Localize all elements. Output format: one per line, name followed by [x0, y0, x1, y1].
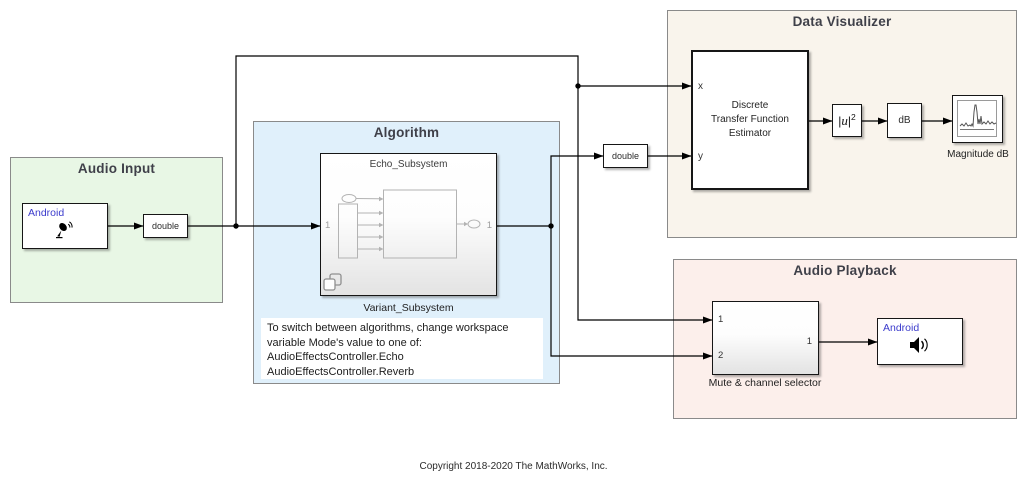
magnitude-squared-block[interactable]: |u|2: [832, 104, 862, 137]
signal-wire[interactable]: [550, 152, 604, 226]
annotation-line: AudioEffectsController.Reverb: [267, 365, 415, 378]
annotation-line: variable Mode's value to one of:: [267, 336, 422, 349]
area-title-audio-playback: Audio Playback: [793, 263, 897, 278]
double-label: double: [611, 151, 640, 161]
variant-subsystem-caption: Variant_Subsystem: [363, 302, 454, 314]
data-type-conversion-block-input[interactable]: double: [143, 214, 188, 238]
mute-channel-selector-caption: Mute & channel selector: [708, 377, 822, 389]
android-device-label: Android: [28, 207, 65, 219]
subsystem-contents-icon: [338, 189, 481, 259]
echo-subsystem-label: Echo_Subsystem: [369, 159, 448, 170]
signal-wire[interactable]: [235, 55, 579, 226]
android-device-label: Android: [883, 322, 920, 334]
dtf-estimator-label: Discrete Transfer Function Estimator: [711, 100, 789, 139]
spectrum-scope-caption: Magnitude dB: [947, 149, 1009, 160]
spectrum-plot-icon: [957, 100, 997, 137]
double-label: double: [151, 221, 180, 231]
mute-channel-selector-block[interactable]: 1 2 1: [712, 301, 819, 375]
dtf-port-x-label: x: [698, 81, 703, 92]
android-audio-playback-block[interactable]: Android: [877, 318, 963, 365]
db-label: dB: [898, 115, 911, 126]
area-title-audio-input: Audio Input: [77, 161, 156, 176]
annotation-line: AudioEffectsController.Echo: [267, 351, 404, 363]
signal-wire[interactable]: [550, 226, 713, 360]
spectrum-scope-block[interactable]: [952, 95, 1003, 143]
variant-badge-icon: [323, 273, 342, 291]
speaker-icon: [910, 337, 928, 354]
dtf-port-y-label: y: [698, 151, 703, 162]
annotation-line: To switch between algorithms, change wor…: [267, 322, 509, 334]
area-title-algorithm: Algorithm: [373, 125, 440, 140]
mute-port-2-label: 2: [718, 350, 724, 361]
data-type-conversion-block-visualizer[interactable]: double: [603, 144, 648, 168]
mute-port-out-label: 1: [806, 336, 812, 347]
signal-wire[interactable]: [577, 86, 713, 324]
mute-port-1-label: 1: [718, 314, 724, 325]
area-title-data-visualizer: Data Visualizer: [792, 14, 892, 29]
magnitude-squared-label: |u|2: [838, 111, 856, 128]
variant-subsystem-block[interactable]: Echo_Subsystem 1 1: [320, 153, 497, 296]
echo-port-in-label: 1: [325, 220, 331, 231]
copyright-annotation: Copyright 2018-2020 The MathWorks, Inc.: [419, 461, 608, 472]
discrete-transfer-function-estimator-block[interactable]: x y Discrete Transfer Function Estimator: [691, 50, 809, 190]
db-conversion-block[interactable]: dB: [887, 103, 922, 138]
echo-port-out-label: 1: [486, 220, 492, 231]
microphone-icon: [56, 220, 73, 238]
mode-switch-annotation[interactable]: To switch between algorithms, change wor…: [261, 318, 543, 379]
android-audio-capture-block[interactable]: Android: [22, 203, 108, 249]
